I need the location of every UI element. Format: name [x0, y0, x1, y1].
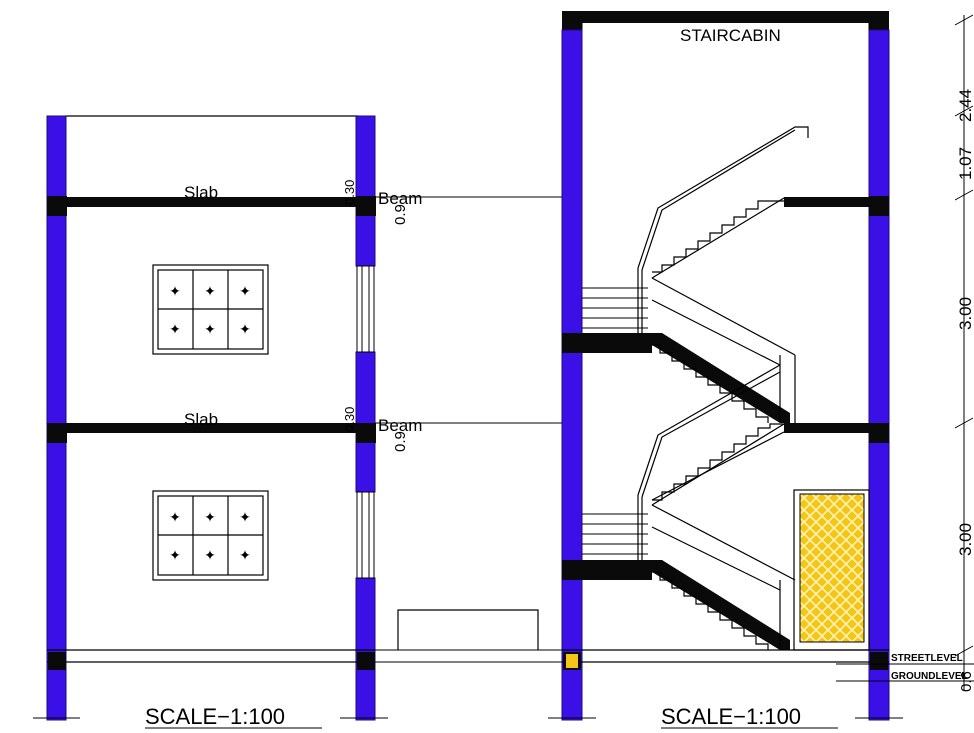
ground-level-label: GROUNDLEVEL	[891, 671, 968, 682]
stair-section: STAIRCABIN STREETLEVEL GROUNDLEVEL SCALE…	[548, 11, 974, 729]
cabin-roof-slab	[562, 11, 889, 23]
stair-slab-upper	[784, 197, 889, 207]
left-slab-first	[47, 423, 375, 433]
svg-text:✦: ✦	[204, 283, 216, 299]
svg-text:✦: ✦	[204, 321, 216, 337]
beam-depth-lower: 0.9	[392, 431, 409, 452]
stair-column-right	[868, 29, 890, 721]
left-slab-roof	[47, 197, 375, 207]
dim-top-b: 1.07	[956, 147, 974, 180]
svg-text:✦: ✦	[204, 509, 216, 525]
left-column-a	[46, 115, 67, 721]
svg-text:✦: ✦	[169, 547, 181, 563]
window-lower: ✦ ✦ ✦ ✦ ✦ ✦	[152, 490, 269, 581]
dim-plinth: 0.6	[958, 671, 974, 692]
left-column-b	[355, 115, 376, 267]
stair-column-left	[561, 29, 583, 721]
svg-text:✦: ✦	[169, 283, 181, 299]
slab-label-lower: Slab	[184, 410, 218, 429]
svg-text:✦: ✦	[204, 547, 216, 563]
svg-text:✦: ✦	[239, 283, 251, 299]
beam-label-upper: Beam	[378, 189, 422, 208]
left-building: ✦ ✦ ✦ ✦ ✦ ✦ ✦ ✦ ✦ ✦ ✦ ✦ Slab Beam 0.30 0…	[33, 115, 422, 729]
scale-label-left: SCALE−1:100	[145, 704, 285, 729]
svg-text:✦: ✦	[169, 321, 181, 337]
beam-depth-upper: 0.9	[392, 204, 409, 225]
left-column-b-low	[355, 577, 376, 721]
stair-door	[793, 489, 870, 651]
dim-floor-2: 3.00	[956, 297, 974, 330]
scale-label-right: SCALE−1:100	[661, 704, 801, 729]
left-column-b-mid	[355, 351, 376, 493]
svg-text:✦: ✦	[169, 509, 181, 525]
staircabin-label: STAIRCABIN	[680, 26, 781, 45]
dimension-chain: 2.44 1.07 3.00 3.00 0.6	[954, 14, 974, 692]
dim-floor-1: 3.00	[956, 523, 974, 556]
entrance-step	[397, 609, 539, 650]
beam-label-lower: Beam	[378, 416, 422, 435]
beam-dim-upper: 0.30	[342, 180, 357, 205]
dim-top-a: 2.44	[956, 89, 974, 122]
slab-label-upper: Slab	[184, 183, 218, 202]
street-level-label: STREETLEVEL	[891, 653, 963, 664]
svg-text:✦: ✦	[239, 547, 251, 563]
svg-text:✦: ✦	[239, 509, 251, 525]
stair-slab-mid	[784, 423, 889, 433]
window-upper: ✦ ✦ ✦ ✦ ✦ ✦	[152, 264, 269, 355]
svg-text:✦: ✦	[239, 321, 251, 337]
beam-dim-lower: 0.30	[342, 407, 357, 432]
